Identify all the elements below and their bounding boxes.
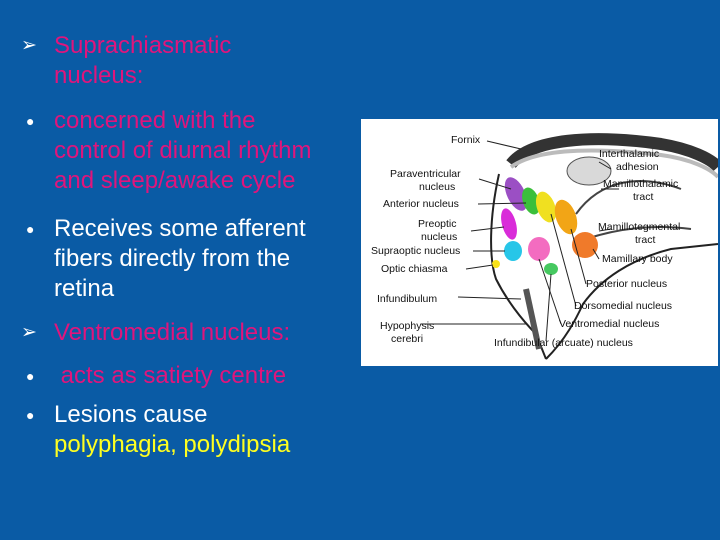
bullet-line: fibers directly from the bbox=[54, 245, 291, 272]
bullet-line: control of diurnal rhythm bbox=[54, 137, 312, 164]
bullet-line: Lesions cause bbox=[54, 401, 208, 428]
label-ventromedial: Ventromedial nucleus bbox=[559, 318, 659, 330]
label-anterior: Anterior nucleus bbox=[383, 198, 459, 210]
infundibulum-stalk bbox=[523, 288, 542, 350]
ventricle-outline bbox=[490, 173, 547, 360]
bullet-line: Receives some afferent bbox=[54, 215, 306, 242]
supraoptic-nucleus bbox=[504, 241, 522, 261]
preoptic-nucleus bbox=[501, 208, 517, 240]
bullet-line: Suprachiasmatic bbox=[54, 32, 232, 59]
infundibular-nucleus bbox=[544, 263, 558, 275]
dot-icon: ● bbox=[26, 368, 35, 384]
fornix-arc bbox=[506, 133, 718, 172]
dot-icon: ● bbox=[26, 407, 35, 423]
label-infundibulum: Infundibulum bbox=[377, 293, 437, 305]
hypothalamus-diagram: Fornix Interthalamic adhesion Paraventri… bbox=[361, 119, 718, 366]
arrow-icon: ➢ bbox=[21, 35, 37, 56]
paraventricular-nucleus bbox=[504, 177, 528, 211]
bullet-line: and sleep/awake cycle bbox=[54, 167, 296, 194]
label-supraoptic: Supraoptic nucleus bbox=[371, 245, 460, 257]
fornix-inner bbox=[509, 148, 718, 179]
label-mamillotegmental-1: Mamillotegmental bbox=[598, 221, 680, 233]
bullet-line: concerned with the bbox=[54, 107, 256, 134]
label-paraventricular-2: nucleus bbox=[419, 181, 455, 193]
arrow-icon: ➢ bbox=[21, 322, 37, 343]
label-interthalamic-2: adhesion bbox=[616, 161, 659, 173]
label-optic-chiasma: Optic chiasma bbox=[381, 263, 448, 275]
mamillotegmental-tract bbox=[585, 226, 692, 240]
label-preoptic-2: nucleus bbox=[421, 231, 457, 243]
label-hypophysis-1: Hypophysis bbox=[380, 320, 434, 332]
bullet-line: nucleus: bbox=[54, 62, 144, 89]
bullet-line: retina bbox=[54, 275, 115, 302]
label-posterior: Posterior nucleus bbox=[586, 278, 667, 290]
mamillary-body bbox=[572, 232, 598, 258]
label-infundibular: Infundibular (arcuate) nucleus bbox=[494, 337, 633, 349]
label-mamillothalamic-1: Mamillothalamic bbox=[603, 178, 678, 190]
leader-lines bbox=[421, 140, 619, 342]
ventromedial-nucleus bbox=[528, 237, 550, 261]
label-paraventricular-1: Paraventricular bbox=[390, 168, 461, 180]
anterior-nucleus bbox=[522, 187, 540, 215]
interthalamic-adhesion bbox=[566, 156, 612, 186]
dot-icon: ● bbox=[26, 221, 35, 237]
label-dorsomedial: Dorsomedial nucleus bbox=[574, 300, 672, 312]
label-mamillothalamic-2: tract bbox=[633, 191, 654, 203]
mamillothalamic-tract bbox=[575, 180, 682, 215]
label-interthalamic-1: Interthalamic bbox=[599, 148, 659, 160]
posterior-nucleus bbox=[554, 199, 578, 235]
label-preoptic-1: Preoptic bbox=[418, 218, 457, 230]
label-mamillotegmental-2: tract bbox=[635, 234, 656, 246]
bullet-line: acts as satiety centre bbox=[54, 362, 287, 389]
hypothalamus-illustration: Fornix Interthalamic adhesion Paraventri… bbox=[371, 133, 718, 360]
bullet-line: Ventromedial nucleus: bbox=[54, 319, 291, 346]
label-fornix: Fornix bbox=[451, 134, 481, 146]
optic-chiasma bbox=[492, 260, 500, 268]
label-mamillary-body: Mamillary body bbox=[602, 253, 673, 265]
label-hypophysis-2: cerebri bbox=[391, 333, 423, 345]
dot-icon: ● bbox=[26, 113, 35, 129]
floor-outline bbox=[545, 243, 718, 360]
bullet-line: polyphagia, polydipsia bbox=[54, 431, 291, 458]
